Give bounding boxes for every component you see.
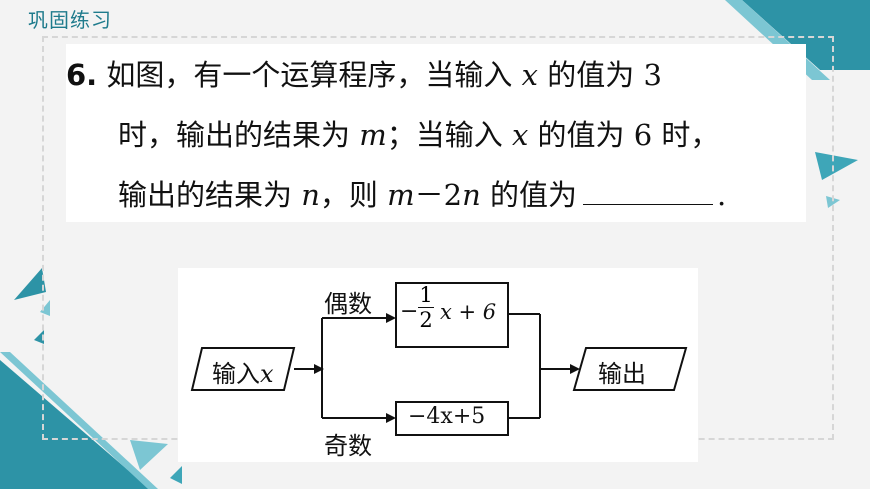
deco-triangle-bottom-small [170, 466, 182, 484]
q2-var-x: x [511, 118, 529, 152]
arrow-odd [386, 413, 396, 423]
output-label: 输出 [598, 360, 646, 388]
q3-text-3: －2 [414, 178, 463, 212]
even-expr-fraction: 1 2 [418, 284, 434, 331]
question-card: 6. 如图，有一个运算程序，当输入 x 的值为 3 时，输出的结果为 m；当输入… [66, 44, 806, 222]
even-label: 偶数 [324, 290, 372, 318]
even-expr-rest: x + 6 [440, 300, 497, 324]
odd-label: 奇数 [324, 432, 372, 460]
q3-var-m: m [387, 178, 415, 212]
flow-diagram: 输入x 偶数 奇数 − 1 2 x + 6 −4x+5 输出 [178, 268, 698, 462]
arrow-input [314, 364, 324, 374]
fraction-denominator: 2 [419, 308, 433, 332]
q3-var-n: n [301, 178, 320, 212]
deco-stripe-top-right [742, 0, 870, 70]
deco-stripes-bottom-left [0, 352, 158, 489]
q2-text-1: 时，输出的结果为 [118, 118, 360, 152]
q2-text-3: 的值为 6 时， [528, 118, 720, 152]
arrow-even [386, 313, 396, 323]
odd-expr: −4x+5 [408, 404, 486, 429]
q1-text-1: 如图，有一个运算程序，当输入 [106, 58, 522, 92]
q3-text-5: . [716, 178, 727, 212]
fraction-bar [418, 307, 434, 308]
q3-text-1: 输出的结果为 [118, 178, 302, 212]
output-box [572, 347, 688, 391]
q3-var-n2: n [462, 178, 481, 212]
q1-var-x: x [521, 58, 539, 92]
deco-triangle-left-1 [14, 268, 46, 300]
answer-blank[interactable] [582, 178, 713, 205]
deco-triangle-bottom-left [0, 360, 150, 489]
question-line-1: 6. 如图，有一个运算程序，当输入 x 的值为 3 [66, 52, 662, 94]
fraction-numerator: 1 [419, 283, 433, 307]
q3-text-4: 的值为 [480, 178, 577, 212]
even-expr-sign: − [400, 299, 419, 324]
question-line-3: 输出的结果为 n，则 m－2n 的值为. [118, 172, 726, 214]
question-number: 6. [66, 58, 98, 92]
arrow-output [570, 364, 580, 374]
input-label-var: x [260, 360, 274, 388]
question-line-2: 时，输出的结果为 m；当输入 x 的值为 6 时， [118, 112, 719, 154]
deco-triangle-bottom-mid [130, 440, 168, 470]
q2-text-2: ；当输入 [386, 118, 512, 152]
q3-text-2: ，则 [319, 178, 388, 212]
deco-triangle-right-1 [815, 152, 858, 180]
section-title: 巩固练习 [28, 8, 112, 32]
input-box [190, 347, 296, 391]
flow-diagram-lines [190, 282, 688, 436]
input-label-text: 输入 [212, 360, 260, 388]
q2-var-m: m [359, 118, 387, 152]
deco-triangle-left-3 [34, 330, 44, 344]
q1-text-2: 的值为 3 [538, 58, 662, 92]
input-label: 输入x [212, 354, 274, 389]
